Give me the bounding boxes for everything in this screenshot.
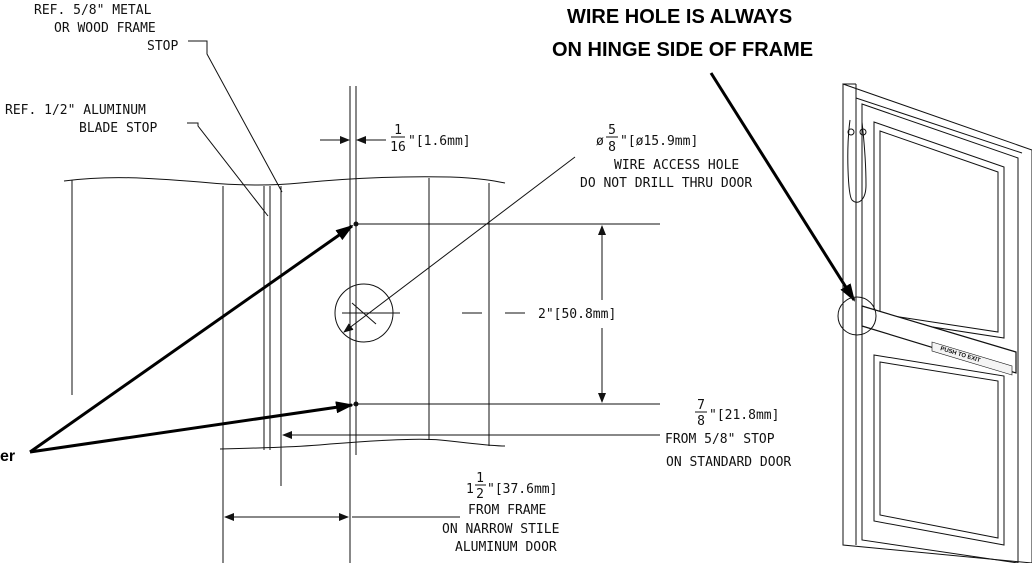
wire-loop [847, 119, 867, 203]
sixteenth-numerator: 1 [394, 123, 402, 138]
wire-access-hole-label: WIRE ACCESS HOLE [614, 158, 739, 173]
upper-glass-inner [879, 130, 999, 333]
ref-metal-frame-line3: STOP [147, 39, 178, 54]
top-break-line [63, 176, 506, 186]
door-leaf [861, 103, 1019, 563]
bottom-break-line [219, 438, 506, 450]
diameter-leader [343, 156, 576, 333]
lower-pilot-leader-arrow [29, 401, 354, 454]
diameter-symbol: ø [596, 134, 604, 149]
seven-eighths-denominator: 8 [697, 414, 705, 429]
wire-grommet-2 [859, 128, 867, 136]
one-half-whole: 1 [466, 482, 474, 497]
wire-grommet-1 [847, 128, 855, 136]
sixteenth-denominator: 16 [390, 140, 406, 155]
from-stop-label: FROM 5/8" STOP [665, 432, 775, 447]
detail-circle [837, 296, 877, 336]
seven-eighths-metric: "[21.8mm] [709, 408, 779, 423]
standard-door-label: ON STANDARD DOOR [666, 455, 791, 470]
diameter-metric: "[ø15.9mm] [620, 134, 698, 149]
hinge-side-leader-arrow [709, 72, 856, 302]
upper-pilot-leader-arrow [29, 224, 354, 454]
door-frame-outer [842, 83, 1032, 563]
narrow-stile-label: ON NARROW STILE [442, 522, 559, 537]
blade-stop-leader [187, 122, 269, 217]
wire-hole-note-line2: ON HINGE SIDE OF FRAME [552, 39, 813, 61]
ref-metal-frame-line1: REF. 5/8" METAL [34, 3, 152, 18]
do-not-drill-label: DO NOT DRILL THRU DOOR [580, 176, 752, 191]
diameter-denominator: 8 [608, 140, 616, 155]
lower-glass-inner [879, 361, 999, 539]
two-inch-dimension: 2"[50.8mm] [538, 307, 616, 322]
ref-blade-stop-line1: REF. 1/2" ALUMINUM [5, 103, 146, 118]
one-half-metric: "[37.6mm] [487, 482, 557, 497]
lower-glass-outer [873, 354, 1005, 546]
one-half-denominator: 2 [476, 487, 484, 502]
push-bar-plate [931, 341, 1013, 376]
wire-hole-note-line1: WIRE HOLE IS ALWAYS [567, 6, 792, 28]
ref-blade-stop-line2: BLADE STOP [79, 121, 157, 136]
aluminum-door-label: ALUMINUM DOOR [455, 540, 557, 555]
one-half-numerator: 1 [476, 471, 484, 486]
upper-glass-outer [873, 121, 1005, 339]
frame-head-inner [855, 97, 1023, 154]
diameter-numerator: 5 [608, 123, 616, 138]
ref-metal-frame-line2: OR WOOD FRAME [54, 21, 156, 36]
from-frame-label: FROM FRAME [468, 503, 546, 518]
door-perspective: PUSH TO EXIT [837, 83, 1032, 563]
metal-frame-leader [188, 40, 283, 193]
left-note-fragment: er [0, 448, 15, 465]
seven-eighths-numerator: 7 [697, 398, 705, 413]
sixteenth-metric: "[1.6mm] [408, 134, 471, 149]
